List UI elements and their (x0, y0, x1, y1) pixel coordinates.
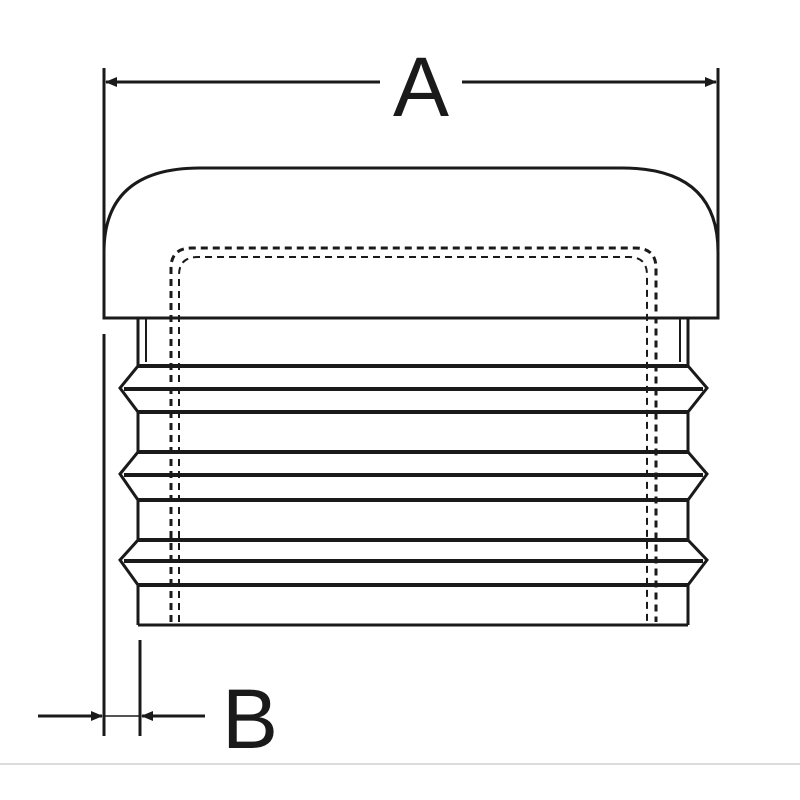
shank-left-profile (118, 318, 140, 625)
cap-head (102, 166, 720, 320)
cap-head-outline (102, 166, 720, 320)
shank-right-profile (686, 318, 709, 625)
dimension-a: A (102, 40, 720, 250)
dimension-b-label: B (222, 672, 278, 766)
hidden-inner-cavity-inner (178, 256, 648, 622)
hidden-inner-cavity (169, 246, 658, 622)
dimension-b: B (38, 334, 278, 766)
dimension-a-label: A (393, 40, 449, 134)
fin-lines (124, 364, 703, 587)
ribbed-shank (118, 318, 709, 627)
